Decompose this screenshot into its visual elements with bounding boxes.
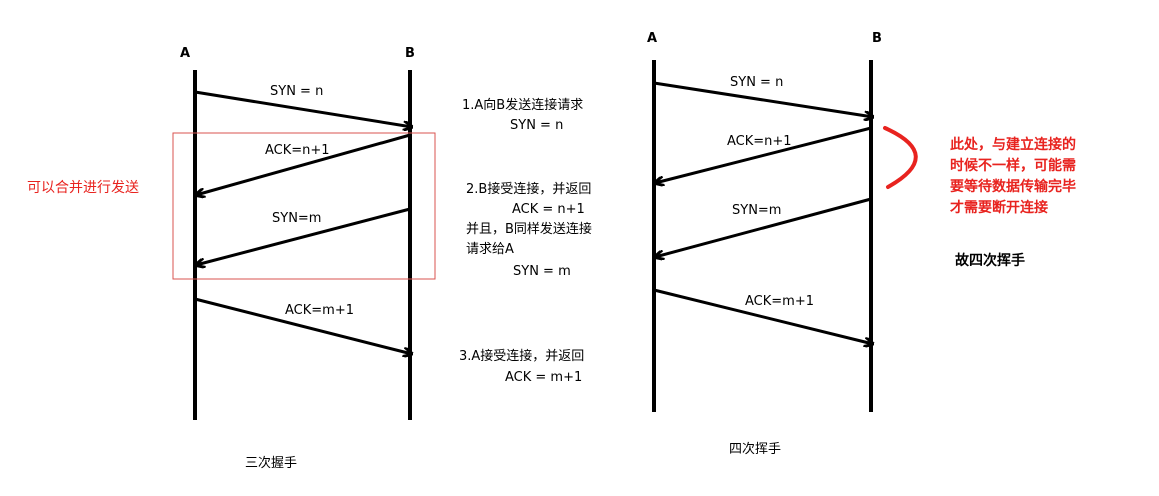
three-msg-syn-n: SYN = n — [270, 84, 323, 99]
three-msg-ack-n1: ACK=n+1 — [265, 143, 330, 158]
four-red-note-line-3: 要等待数据传输完毕 — [950, 179, 1076, 195]
three-msg-ack-m1: ACK=m+1 — [285, 303, 354, 318]
three-step-1-line-2: SYN = n — [510, 118, 564, 133]
three-step-2-line-4: 请求给A — [466, 242, 514, 257]
three-arrow-ack-m1 — [194, 297, 412, 354]
four-msg-syn-n: SYN = n — [730, 75, 783, 90]
four-way-conclusion: 故四次挥手 — [955, 253, 1025, 269]
merge-highlight-box — [172, 132, 436, 280]
merge-note: 可以合并进行发送 — [27, 180, 139, 196]
three-arrow-syn-m — [196, 207, 411, 265]
three-step-3-line-1: 3.A接受连接，并返回 — [459, 349, 585, 364]
four-arrow-ack-m1 — [653, 288, 873, 344]
three-step-2-line-3: 并且，B同样发送连接 — [466, 222, 592, 237]
four-msg-ack-m1: ACK=m+1 — [745, 294, 814, 309]
four-red-note-line-2: 时候不一样，可能需 — [950, 158, 1076, 174]
four-node-b-label: B — [872, 31, 882, 46]
three-msg-syn-m: SYN=m — [272, 211, 321, 226]
wait-bracket-icon — [883, 126, 918, 189]
four-msg-ack-n1: ACK=n+1 — [727, 134, 792, 149]
four-arrow-syn-m — [655, 197, 872, 257]
three-node-b-label: B — [405, 46, 415, 61]
four-msg-syn-m: SYN=m — [732, 203, 781, 218]
three-way-caption: 三次握手 — [245, 456, 298, 471]
four-node-a-label: A — [647, 31, 657, 46]
four-arrow-syn-n — [653, 81, 873, 117]
three-step-2-line-1: 2.B接受连接，并返回 — [466, 182, 592, 197]
three-step-1-line-1: 1.A向B发送连接请求 — [462, 98, 584, 113]
three-arrow-ack-n1 — [196, 133, 411, 195]
three-node-a-label: A — [180, 46, 190, 61]
four-way-caption: 四次挥手 — [729, 442, 782, 457]
three-step-2-line-5: SYN = m — [513, 264, 571, 279]
three-step-2-line-2: ACK = n+1 — [512, 202, 585, 217]
three-step-3-line-2: ACK = m+1 — [505, 370, 583, 385]
four-red-note-line-4: 才需要断开连接 — [950, 200, 1048, 216]
three-arrow-syn-n — [194, 90, 412, 127]
four-red-note-line-1: 此处，与建立连接的 — [950, 137, 1076, 153]
four-arrow-ack-n1 — [655, 126, 872, 183]
